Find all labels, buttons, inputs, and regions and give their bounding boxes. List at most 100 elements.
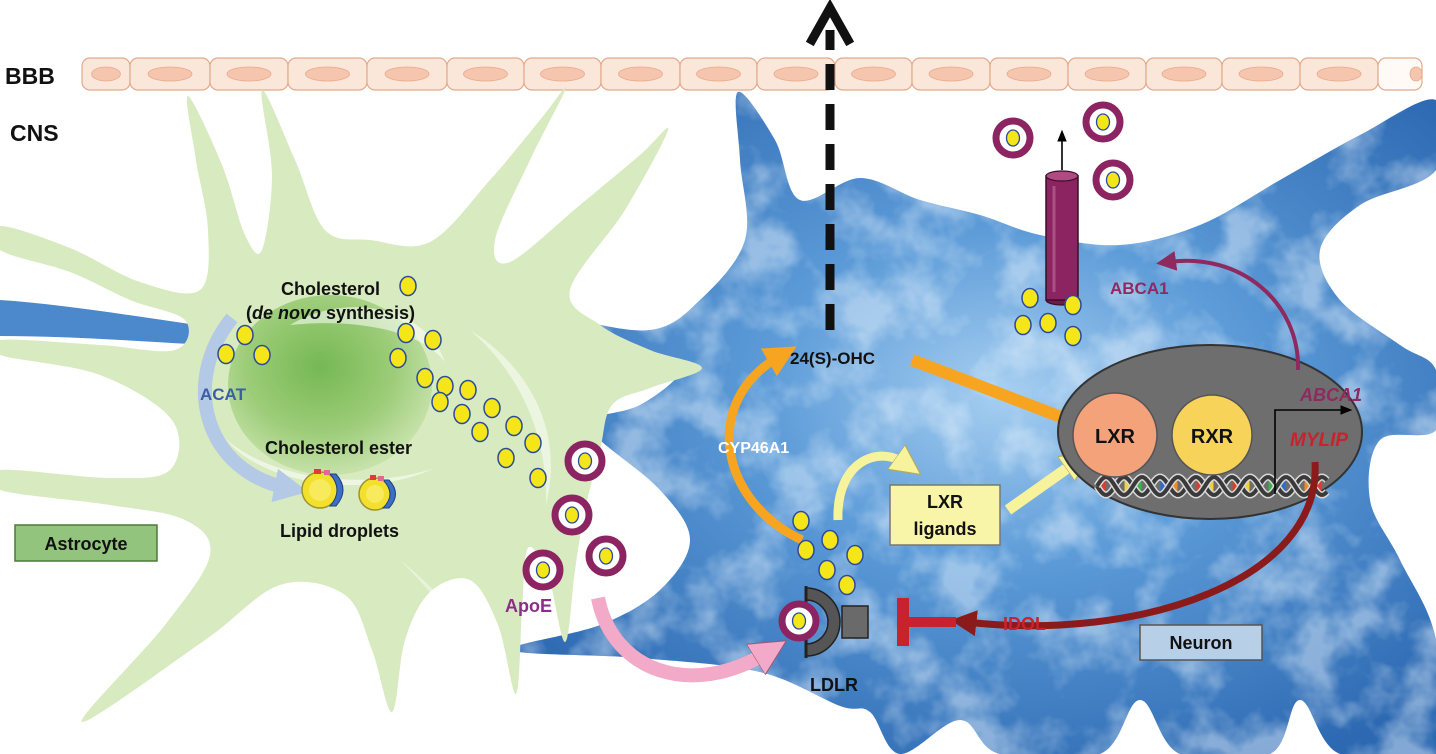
endothelial-nucleus — [773, 66, 819, 82]
cholesterol-molecule — [1064, 294, 1082, 316]
cns-label: CNS — [10, 120, 59, 146]
endothelial-nucleus — [696, 66, 741, 82]
astrocyte-nucleus — [228, 295, 432, 475]
cholesterol-molecule — [397, 322, 415, 344]
astrocyte-highlight — [520, 140, 650, 250]
cholesterol-molecule — [459, 379, 477, 401]
apoe-particle — [564, 440, 606, 482]
de-novo-open: ( — [246, 303, 252, 323]
lxr-ligands-box: LXR ligands — [889, 484, 1001, 546]
dna-base-pair — [1136, 478, 1142, 494]
cholesterol-legend-icon — [399, 275, 417, 297]
cholesterol-ester-label: Cholesterol ester — [265, 438, 412, 458]
idol-inhibition-symbol — [897, 598, 956, 646]
de-novo-italic: de novo — [252, 303, 321, 323]
neuron-label: Neuron — [1170, 633, 1233, 653]
oxysterol-label: 24(S)-OHC — [790, 349, 875, 368]
astrocyte — [0, 86, 702, 723]
endothelial-nucleus — [1316, 66, 1362, 82]
endothelial-nucleus — [1409, 66, 1423, 82]
dna-base-pair — [1280, 478, 1286, 494]
cyp46a1-label: CYP46A1 — [718, 440, 789, 457]
apoe-particle — [778, 600, 820, 642]
endothelial-nucleus — [226, 66, 272, 82]
oxysterol-efflux-arrow — [805, 0, 855, 330]
cholesterol-molecule — [838, 574, 856, 596]
cholesterol-molecule — [236, 324, 254, 346]
effluxed-cholesterol-pool — [1014, 287, 1082, 347]
astrocyte-label: Astrocyte — [44, 534, 127, 554]
idol-label: IDOL — [1003, 614, 1046, 634]
abca1-transporter-label: ABCA1 — [1110, 279, 1169, 298]
bbb-label: BBB — [5, 63, 55, 89]
oxysterol-to-lxr-arrow — [909, 354, 1092, 433]
apoe-lipoproteins — [522, 101, 1134, 591]
mylip-gene-label: MYLIP — [1290, 430, 1348, 451]
dna-strand — [1095, 475, 1329, 497]
de-novo-synthesis-label: (de novo synthesis) — [246, 303, 415, 323]
endothelial-nucleus — [305, 66, 350, 82]
lipid-droplet — [358, 475, 396, 511]
cholesterol-molecule — [818, 559, 836, 581]
cholesterol-molecule — [431, 391, 449, 413]
neuron-cholesterol-pool — [792, 510, 864, 596]
cholesterol-molecule — [846, 544, 864, 566]
de-novo-close: synthesis) — [321, 303, 415, 323]
acat-label: ACAT — [200, 385, 247, 404]
cholesterol-molecule — [792, 510, 810, 532]
endothelial-nucleus — [851, 66, 896, 82]
dna-base-pair — [1316, 478, 1322, 494]
dna-base-pair — [1100, 478, 1106, 494]
endothelial-nucleus — [147, 66, 193, 82]
rxr-receptor — [1171, 394, 1253, 476]
lxr-ligands-label-line1: LXR — [927, 492, 963, 512]
cholesterol-molecule — [497, 447, 515, 469]
rxr-label: RXR — [1191, 426, 1234, 448]
ldlr-bound-apoe — [778, 600, 820, 642]
neuron-label-box: Neuron — [1139, 624, 1263, 661]
astrocyte-cholesterol-pool — [217, 322, 547, 489]
mylip-to-idol-arrow — [950, 461, 1319, 637]
cholesterol-molecule — [416, 367, 434, 389]
lxr-receptor — [1072, 392, 1158, 478]
endothelial-nucleus — [463, 66, 508, 82]
abca1-induction-arrow — [1156, 250, 1301, 371]
apoe-uptake-arrow — [591, 596, 768, 683]
apoe-particle — [551, 494, 593, 536]
lipid-droplet — [301, 469, 344, 509]
apoe-particle — [992, 117, 1034, 159]
astrocyte-highlight — [290, 307, 445, 362]
cholesterol-label: Cholesterol — [281, 279, 380, 299]
ligand-to-lxr-arrow — [1004, 462, 1076, 515]
cyp46a1-arrow — [724, 346, 804, 545]
cholesterol-molecule — [1021, 287, 1039, 309]
apoe-particle — [1082, 101, 1124, 143]
cholesterol-molecule — [389, 347, 407, 369]
dna-base-pair — [1232, 478, 1238, 494]
cholesterol-molecule — [1064, 325, 1082, 347]
neuron-distant-process — [0, 300, 190, 344]
lxr-ligands-label-line2: ligands — [913, 519, 976, 539]
cholesterol-molecule — [529, 467, 547, 489]
cholesterol-molecule — [1014, 314, 1032, 336]
dna-helix — [1094, 473, 1330, 499]
cholesterol-molecule — [483, 397, 501, 419]
endothelial-nucleus — [618, 66, 663, 82]
endothelial-nucleus — [1006, 66, 1052, 82]
acat-arrow — [197, 313, 309, 503]
dna-base-pair — [1172, 478, 1178, 494]
cholesterol-molecule — [253, 344, 271, 366]
lipid-droplets-label: Lipid droplets — [280, 521, 399, 541]
endothelial-nucleus — [1161, 66, 1207, 82]
astrocyte-label-box: Astrocyte — [14, 524, 158, 562]
cholesterol-molecule — [399, 275, 417, 297]
endothelial-nucleus — [1238, 66, 1284, 82]
transcription-start-arrow — [1274, 405, 1353, 494]
dna-base-pair — [1304, 478, 1310, 494]
ldlr-label: LDLR — [810, 675, 858, 695]
dna-base-pair — [1196, 478, 1202, 494]
apoe-particle — [1092, 159, 1134, 201]
dna-base-pair — [1208, 478, 1214, 494]
apoe-label: ApoE — [505, 596, 552, 616]
apoe-particle — [522, 549, 564, 591]
